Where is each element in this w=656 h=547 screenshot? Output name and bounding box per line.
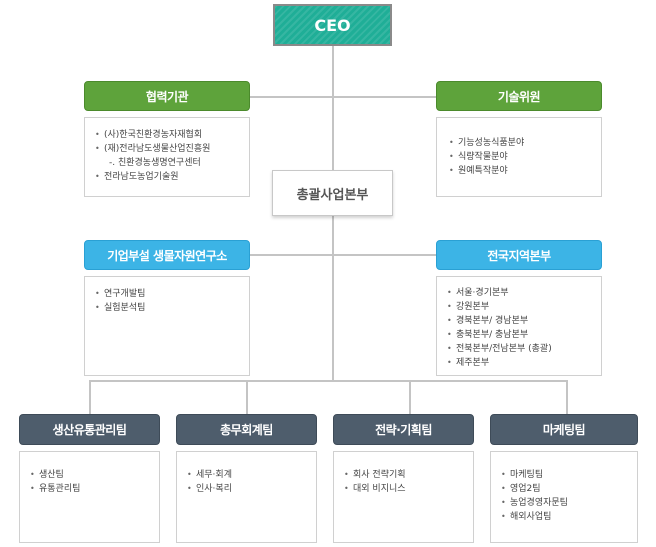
tech-committee-header: 기술위원	[436, 81, 602, 111]
team-header-marketing: 마케팅팀	[490, 414, 638, 445]
bio-research-institute-list: 연구개발팀실험분석팀	[95, 287, 249, 315]
team-list-strategy-planning: 회사 전략기획대외 비지니스	[344, 468, 473, 496]
partner-org-box: (사)한국친환경농자재협회(재)전라남도생물산업진흥원 -. 친환경농생명연구센터…	[84, 117, 250, 197]
connector-team-3	[409, 380, 411, 414]
tech-committee-list: 기능성농식품분야식량작물분야원예특작분야	[449, 136, 601, 178]
list-item: 대외 비지니스	[344, 482, 473, 496]
list-item: 생산팀	[30, 468, 159, 482]
general-business-hq-node: 총괄사업본부	[272, 170, 393, 216]
list-item: 강원본부	[447, 300, 601, 314]
team-header-general-accounting: 총무회계팀	[176, 414, 317, 445]
list-item: 원예특작분야	[449, 164, 601, 178]
team-box-marketing: 마케팅팀영업2팀농업경영자문팀해외사업팀	[490, 451, 638, 543]
list-item: 전라남도농업기술원	[95, 170, 249, 184]
list-item: 마케팅팀	[501, 468, 637, 482]
connector-bottom-horizontal	[89, 380, 567, 382]
list-item: 회사 전략기획	[344, 468, 473, 482]
connector-mid-horizontal	[250, 254, 440, 256]
partner-org-list: (사)한국친환경농자재협회(재)전라남도생물산업진흥원 -. 친환경농생명연구센터…	[95, 128, 249, 184]
list-item: (사)한국친환경농자재협회	[95, 128, 249, 142]
list-item: 경북본부/ 경남본부	[447, 314, 601, 328]
list-item: 연구개발팀	[95, 287, 249, 301]
tech-committee-box: 기능성농식품분야식량작물분야원예특작분야	[436, 117, 602, 197]
connector-upper-horizontal	[212, 96, 452, 98]
list-item: 식량작물분야	[449, 150, 601, 164]
list-item: 실험분석팀	[95, 301, 249, 315]
list-item: 전북본부/전남본부 (총괄)	[447, 342, 601, 356]
list-item: 인사·복리	[187, 482, 316, 496]
team-box-general-accounting: 세무·회계인사·복리	[176, 451, 317, 543]
ceo-node: CEO	[273, 4, 392, 46]
list-item: 제주본부	[447, 356, 601, 370]
connector-team-4	[566, 380, 568, 414]
regional-hq-header: 전국지역본부	[436, 240, 602, 270]
list-item: 유통관리팀	[30, 482, 159, 496]
list-item: 충북본부/ 충남본부	[447, 328, 601, 342]
team-list-production: 생산팀유통관리팀	[30, 468, 159, 496]
team-list-marketing: 마케팅팀영업2팀농업경영자문팀해외사업팀	[501, 468, 637, 524]
team-header-strategy-planning: 전략·기획팀	[333, 414, 474, 445]
connector-team-2	[246, 380, 248, 414]
list-item: 해외사업팀	[501, 510, 637, 524]
regional-hq-list: 서울·경기본부강원본부경북본부/ 경남본부충북본부/ 충남본부전북본부/전남본부…	[447, 286, 601, 370]
list-item: (재)전라남도생물산업진흥원	[95, 142, 249, 156]
connector-team-1	[89, 380, 91, 414]
bio-research-institute-header: 기업부설 생물자원연구소	[84, 240, 250, 270]
team-list-general-accounting: 세무·회계인사·복리	[187, 468, 316, 496]
team-box-production: 생산팀유통관리팀	[19, 451, 160, 543]
list-item: 기능성농식품분야	[449, 136, 601, 150]
list-item: 서울·경기본부	[447, 286, 601, 300]
bio-research-institute-box: 연구개발팀실험분석팀	[84, 276, 250, 376]
regional-hq-box: 서울·경기본부강원본부경북본부/ 경남본부충북본부/ 충남본부전북본부/전남본부…	[436, 276, 602, 376]
list-item: 세무·회계	[187, 468, 316, 482]
team-box-strategy-planning: 회사 전략기획대외 비지니스	[333, 451, 474, 543]
list-item: 영업2팀	[501, 482, 637, 496]
team-header-production: 생산유통관리팀	[19, 414, 160, 445]
partner-org-header: 협력기관	[84, 81, 250, 111]
list-item: -. 친환경농생명연구센터	[109, 158, 201, 168]
list-item: 농업경영자문팀	[501, 496, 637, 510]
